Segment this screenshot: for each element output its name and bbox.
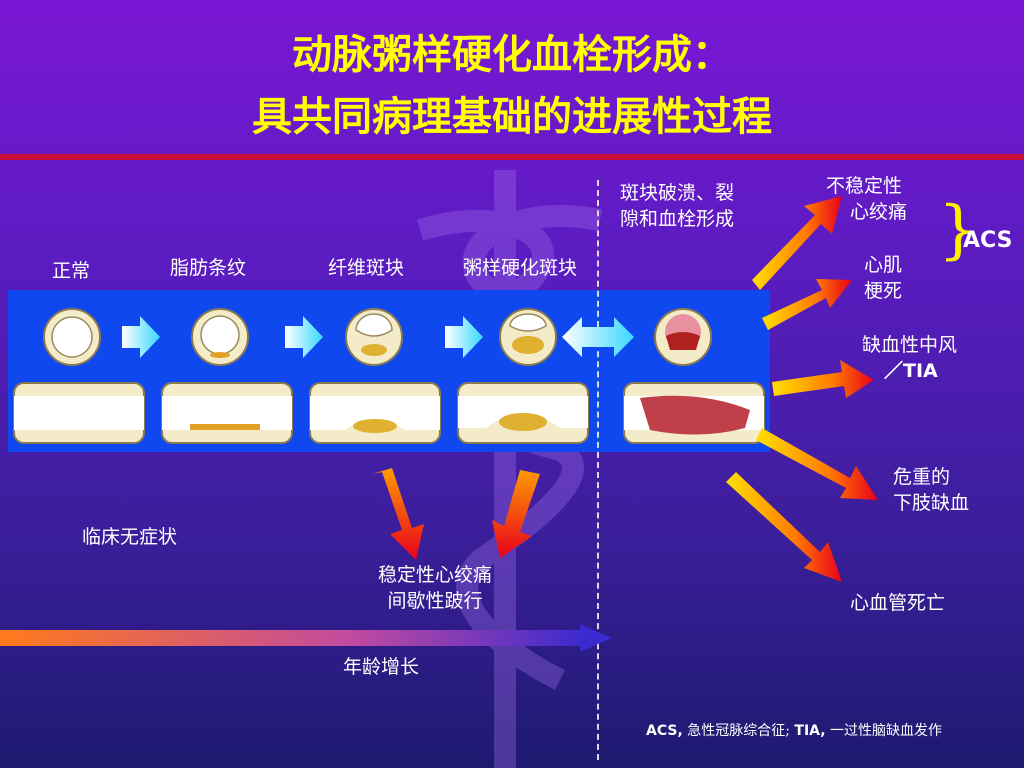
outcome-arrows	[726, 196, 878, 582]
age-bar	[0, 630, 585, 646]
title-divider	[0, 154, 1024, 160]
page-title-line2: 具共同病理基础的进展性过程	[252, 94, 772, 140]
stage-fibrous-plaque-label: 纤维斑块	[328, 257, 405, 279]
outcome-unstable-angina: 不稳定性 心绞痛	[826, 175, 908, 223]
acs-label: ACS	[963, 228, 1013, 253]
footnote: ACS, 急性冠脉综合征; TIA, 一过性脑缺血发作	[646, 723, 943, 739]
outcome-mi: 心肌梗死	[864, 254, 903, 302]
asymptomatic-label: 临床无症状	[82, 526, 178, 548]
stage-fatty-streak-label: 脂肪条纹	[170, 257, 247, 279]
acs-brace: }	[938, 193, 979, 267]
long-fatty-streak	[161, 382, 293, 444]
page-title-line1: 动脉粥样硬化血栓形成：	[292, 32, 732, 78]
cross-section-thrombus	[654, 308, 712, 366]
age-arrow-head	[580, 624, 612, 652]
age-label: 年龄增长	[343, 656, 420, 678]
long-fibrous-plaque	[309, 382, 441, 444]
symptom-arrows	[372, 468, 540, 560]
outcome-stroke: 缺血性中风 ／TIA	[862, 334, 958, 382]
cross-section-atheroma	[499, 308, 557, 366]
rupture-divider	[597, 180, 599, 760]
rupture-label: 斑块破溃、裂隙和血栓形成	[620, 182, 735, 230]
cross-section-fibrous-plaque	[345, 308, 403, 366]
outcome-limb-ischemia: 危重的下肢缺血	[893, 466, 970, 514]
long-thrombus	[623, 382, 765, 444]
long-atheroma	[457, 382, 589, 444]
progression-arrows	[122, 316, 634, 358]
stable-symptoms-label: 稳定性心绞痛间歇性跛行	[378, 564, 493, 612]
outcome-cv-death: 心血管死亡	[850, 592, 946, 614]
long-normal	[13, 382, 145, 444]
cross-section-normal	[43, 308, 101, 366]
stage-normal-label: 正常	[52, 260, 91, 282]
stage-atheroma-label: 粥样硬化斑块	[463, 257, 578, 279]
cross-section-fatty-streak	[191, 308, 249, 366]
